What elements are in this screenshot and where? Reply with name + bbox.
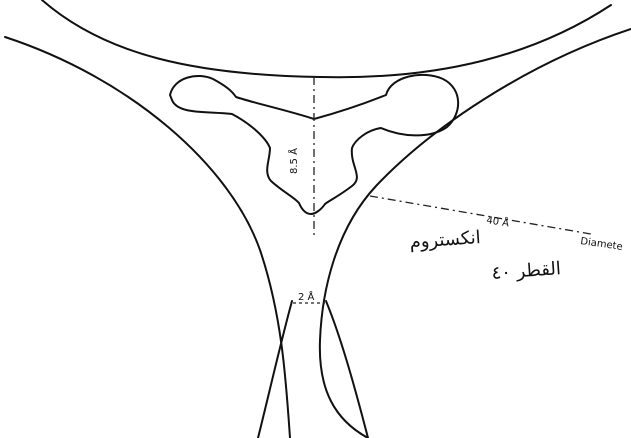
lower-left-curve bbox=[258, 301, 292, 438]
arabic-label-line-1: انكستروم bbox=[409, 227, 482, 253]
arabic-label-line-2: القطر ٤٠ bbox=[491, 258, 562, 284]
top-boundary-arc bbox=[42, 0, 611, 77]
neck-measure-label: 2 Å bbox=[298, 290, 315, 303]
left-boundary-curve bbox=[5, 37, 290, 438]
diameter-measure-line bbox=[370, 196, 591, 234]
lower-right-curve bbox=[326, 301, 368, 438]
diameter-word-label: Diamete bbox=[580, 236, 624, 253]
vertical-measure-label: 8.5 Å bbox=[287, 148, 300, 174]
diameter-measure-label: 40 Å bbox=[486, 213, 511, 229]
